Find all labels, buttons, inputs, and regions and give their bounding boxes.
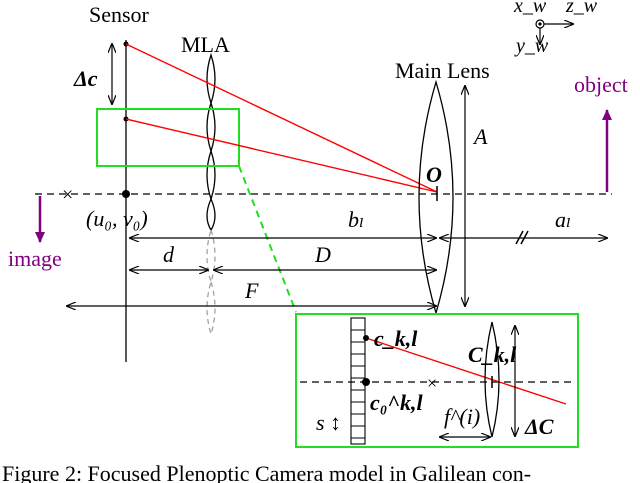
- dim-al-break2: [520, 230, 529, 245]
- axis-cross: ×: [62, 184, 73, 206]
- figure-caption: Figure 2: Focused Plenoptic Camera model…: [2, 461, 531, 483]
- ray-mid: [125, 118, 438, 193]
- image-label: image: [8, 246, 62, 271]
- inset-c0-kl-label: c₀^k,l: [370, 390, 423, 415]
- inset-c0-point: [362, 378, 370, 386]
- inset-c-point: [363, 335, 369, 341]
- al-label: aₗ: [555, 207, 571, 232]
- main-lens: [418, 79, 454, 316]
- world-frame-dot: [538, 22, 542, 26]
- inset-f-label: f^(i): [444, 404, 480, 429]
- inset-c-kl-label: c_k,l: [374, 326, 418, 351]
- inset-ray: [365, 337, 567, 405]
- yw-label: y_w: [514, 35, 549, 57]
- inset-axis-cross: ×: [427, 373, 437, 393]
- principal-point: [122, 190, 130, 198]
- mla-label: MLA: [181, 32, 230, 57]
- inset-pixel-grid: [351, 329, 365, 439]
- object-label: object: [574, 72, 628, 97]
- inset-C-kl-label: C_k,l: [468, 342, 517, 367]
- principal-point-label: (u₀, v₀): [86, 206, 148, 231]
- aperture-label: A: [472, 124, 488, 149]
- bl-label: bₗ: [348, 207, 364, 232]
- delta-c-label: Δc: [73, 66, 98, 91]
- dim-al-break: [515, 230, 524, 245]
- inset-panel: × c_k,l c₀^k,l C_k,l f^(i) ΔC s ↕: [295, 313, 579, 448]
- center-o-label: O: [426, 162, 442, 187]
- sensor-label: Sensor: [89, 2, 150, 27]
- ray-top: [125, 43, 438, 193]
- xw-label: x_w: [513, 0, 547, 17]
- zw-label: z_w: [565, 0, 598, 17]
- inset-microlens: [484, 321, 500, 438]
- main-lens-label: Main Lens: [395, 58, 490, 83]
- inset-source-box: [96, 108, 240, 167]
- inset-delta-C-label: ΔC: [524, 414, 554, 439]
- microlens-array: [206, 52, 216, 232]
- D-label: D: [314, 242, 331, 267]
- F-label: F: [244, 278, 259, 303]
- d-label: d: [163, 242, 175, 267]
- inset-s-label: s ↕: [316, 410, 341, 435]
- microlens-ghost: [206, 227, 216, 337]
